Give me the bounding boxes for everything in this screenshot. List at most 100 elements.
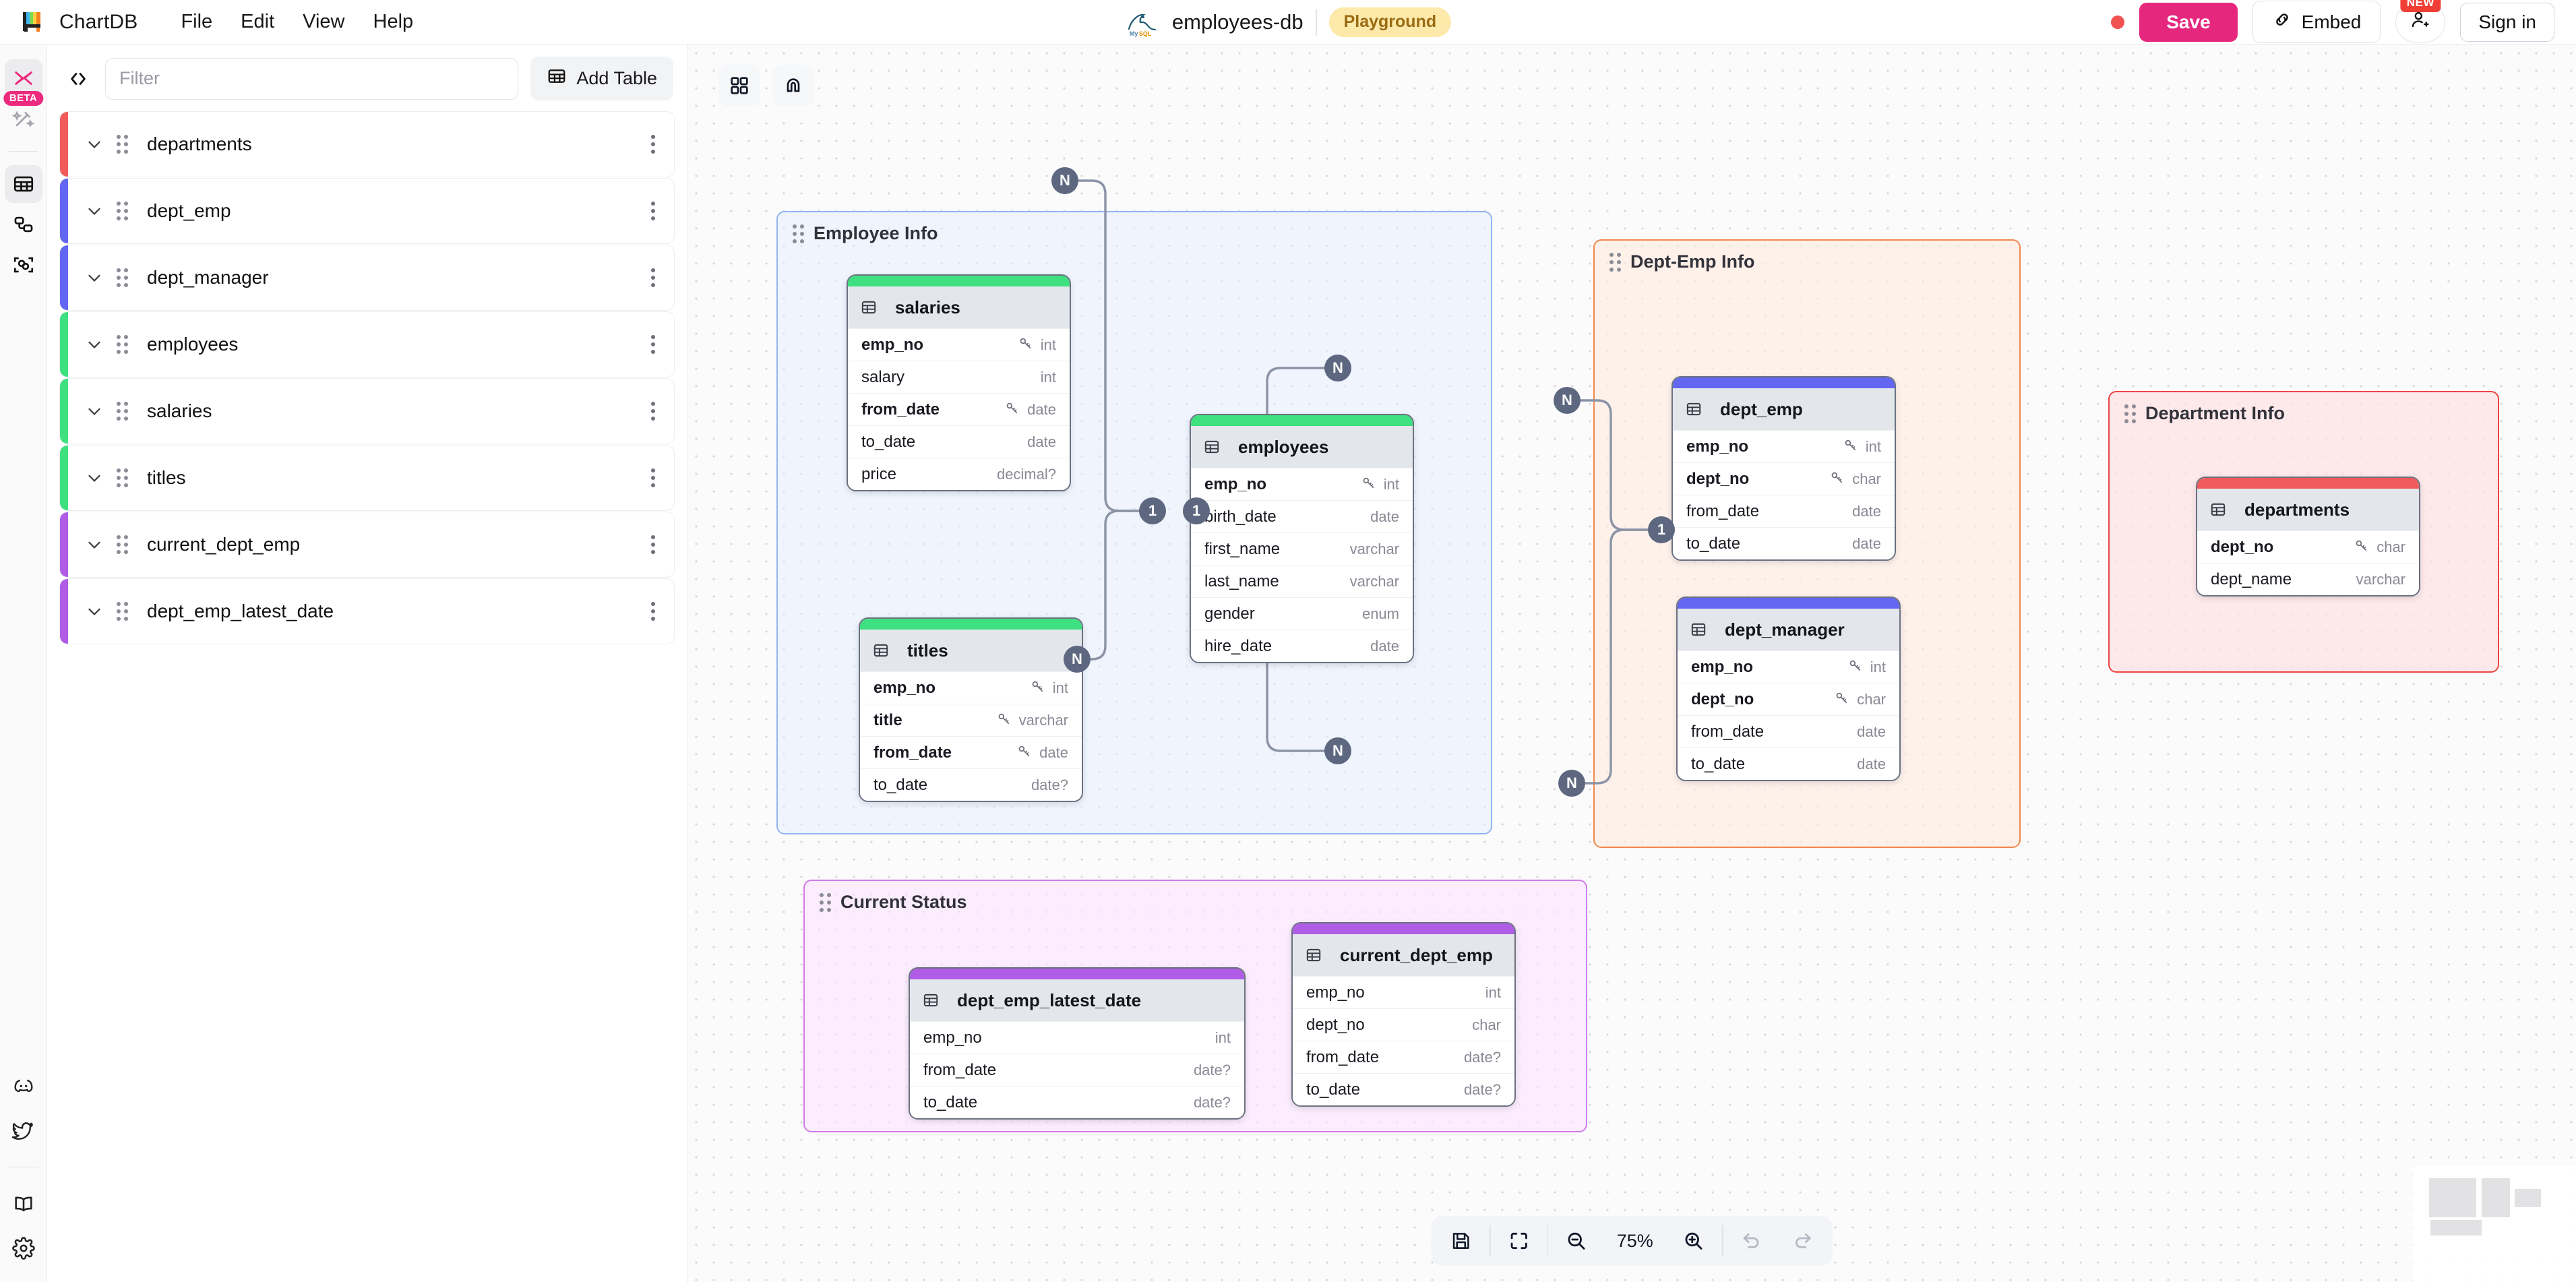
drag-handle-icon[interactable] — [117, 602, 128, 621]
drag-handle-icon[interactable] — [1609, 252, 1621, 272]
save-button[interactable]: Save — [2139, 2, 2238, 42]
more-options-icon[interactable] — [651, 535, 655, 554]
menu-edit[interactable]: Edit — [241, 11, 275, 32]
drag-handle-icon[interactable] — [820, 892, 831, 912]
drag-handle-icon[interactable] — [2124, 404, 2136, 423]
chevron-down-icon[interactable] — [84, 201, 104, 221]
rail-magic-wand-icon[interactable]: BETA — [3, 91, 44, 138]
table-list-item[interactable]: salaries — [59, 378, 675, 444]
add-user-button[interactable]: NEW — [2395, 0, 2446, 42]
chevron-down-icon[interactable] — [84, 401, 104, 421]
zoom-out-icon[interactable] — [1551, 1220, 1602, 1262]
table-list-item[interactable]: current_dept_emp — [59, 512, 675, 578]
redo-icon[interactable] — [1777, 1220, 1828, 1262]
drag-handle-icon[interactable] — [117, 202, 128, 220]
code-brackets-icon[interactable] — [63, 64, 93, 94]
drag-handle-icon[interactable] — [117, 535, 128, 554]
drag-handle-icon[interactable] — [117, 268, 128, 287]
chevron-down-icon[interactable] — [84, 601, 104, 621]
rail-relationships-icon[interactable] — [5, 206, 42, 243]
discord-icon[interactable] — [5, 1067, 42, 1105]
more-options-icon[interactable] — [651, 135, 655, 154]
chevron-down-icon[interactable] — [84, 468, 104, 488]
chevron-down-icon[interactable] — [84, 268, 104, 288]
table-list-item[interactable]: dept_emp_latest_date — [59, 578, 675, 644]
embed-button[interactable]: Embed — [2252, 1, 2381, 43]
menu-help[interactable]: Help — [373, 11, 414, 32]
drag-handle-icon[interactable] — [117, 335, 128, 354]
more-options-icon[interactable] — [651, 335, 655, 354]
grid-squares-icon[interactable] — [718, 65, 760, 106]
drag-handle-icon[interactable] — [117, 135, 128, 154]
table-list-item[interactable]: titles — [59, 445, 675, 511]
rail-tables-icon[interactable] — [4, 165, 42, 203]
twitter-icon[interactable] — [5, 1111, 42, 1149]
table-list-item[interactable]: dept_emp — [59, 178, 675, 244]
drag-handle-icon[interactable] — [117, 402, 128, 421]
more-options-icon[interactable] — [651, 402, 655, 421]
rail-dependencies-icon[interactable] — [5, 246, 42, 284]
menu-view[interactable]: View — [303, 11, 345, 32]
magnet-icon[interactable] — [772, 65, 814, 106]
add-table-button[interactable]: Add Table — [530, 57, 673, 100]
docs-book-icon[interactable] — [5, 1185, 42, 1223]
zoom-level-label[interactable]: 75% — [1616, 1230, 1653, 1251]
chevron-down-icon[interactable] — [84, 134, 104, 154]
chevron-down-icon[interactable] — [84, 334, 104, 355]
filter-input[interactable] — [105, 57, 519, 100]
sign-in-button[interactable]: Sign in — [2460, 2, 2554, 42]
fit-view-icon[interactable] — [1493, 1220, 1544, 1262]
table-list-item[interactable]: dept_manager — [59, 245, 675, 311]
drag-handle-icon[interactable] — [117, 468, 128, 487]
undo-icon[interactable] — [1725, 1220, 1777, 1262]
more-options-icon[interactable] — [651, 202, 655, 220]
menu-file[interactable]: File — [181, 11, 213, 32]
save-diagram-icon[interactable] — [1436, 1220, 1487, 1262]
zoom-in-icon[interactable] — [1668, 1220, 1719, 1262]
table-list-item[interactable]: employees — [59, 311, 675, 377]
minimap[interactable] — [2413, 1166, 2576, 1282]
table-list-item[interactable]: departments — [59, 111, 675, 177]
more-options-icon[interactable] — [651, 602, 655, 621]
more-options-icon[interactable] — [651, 468, 655, 487]
settings-gear-icon[interactable] — [5, 1229, 42, 1267]
